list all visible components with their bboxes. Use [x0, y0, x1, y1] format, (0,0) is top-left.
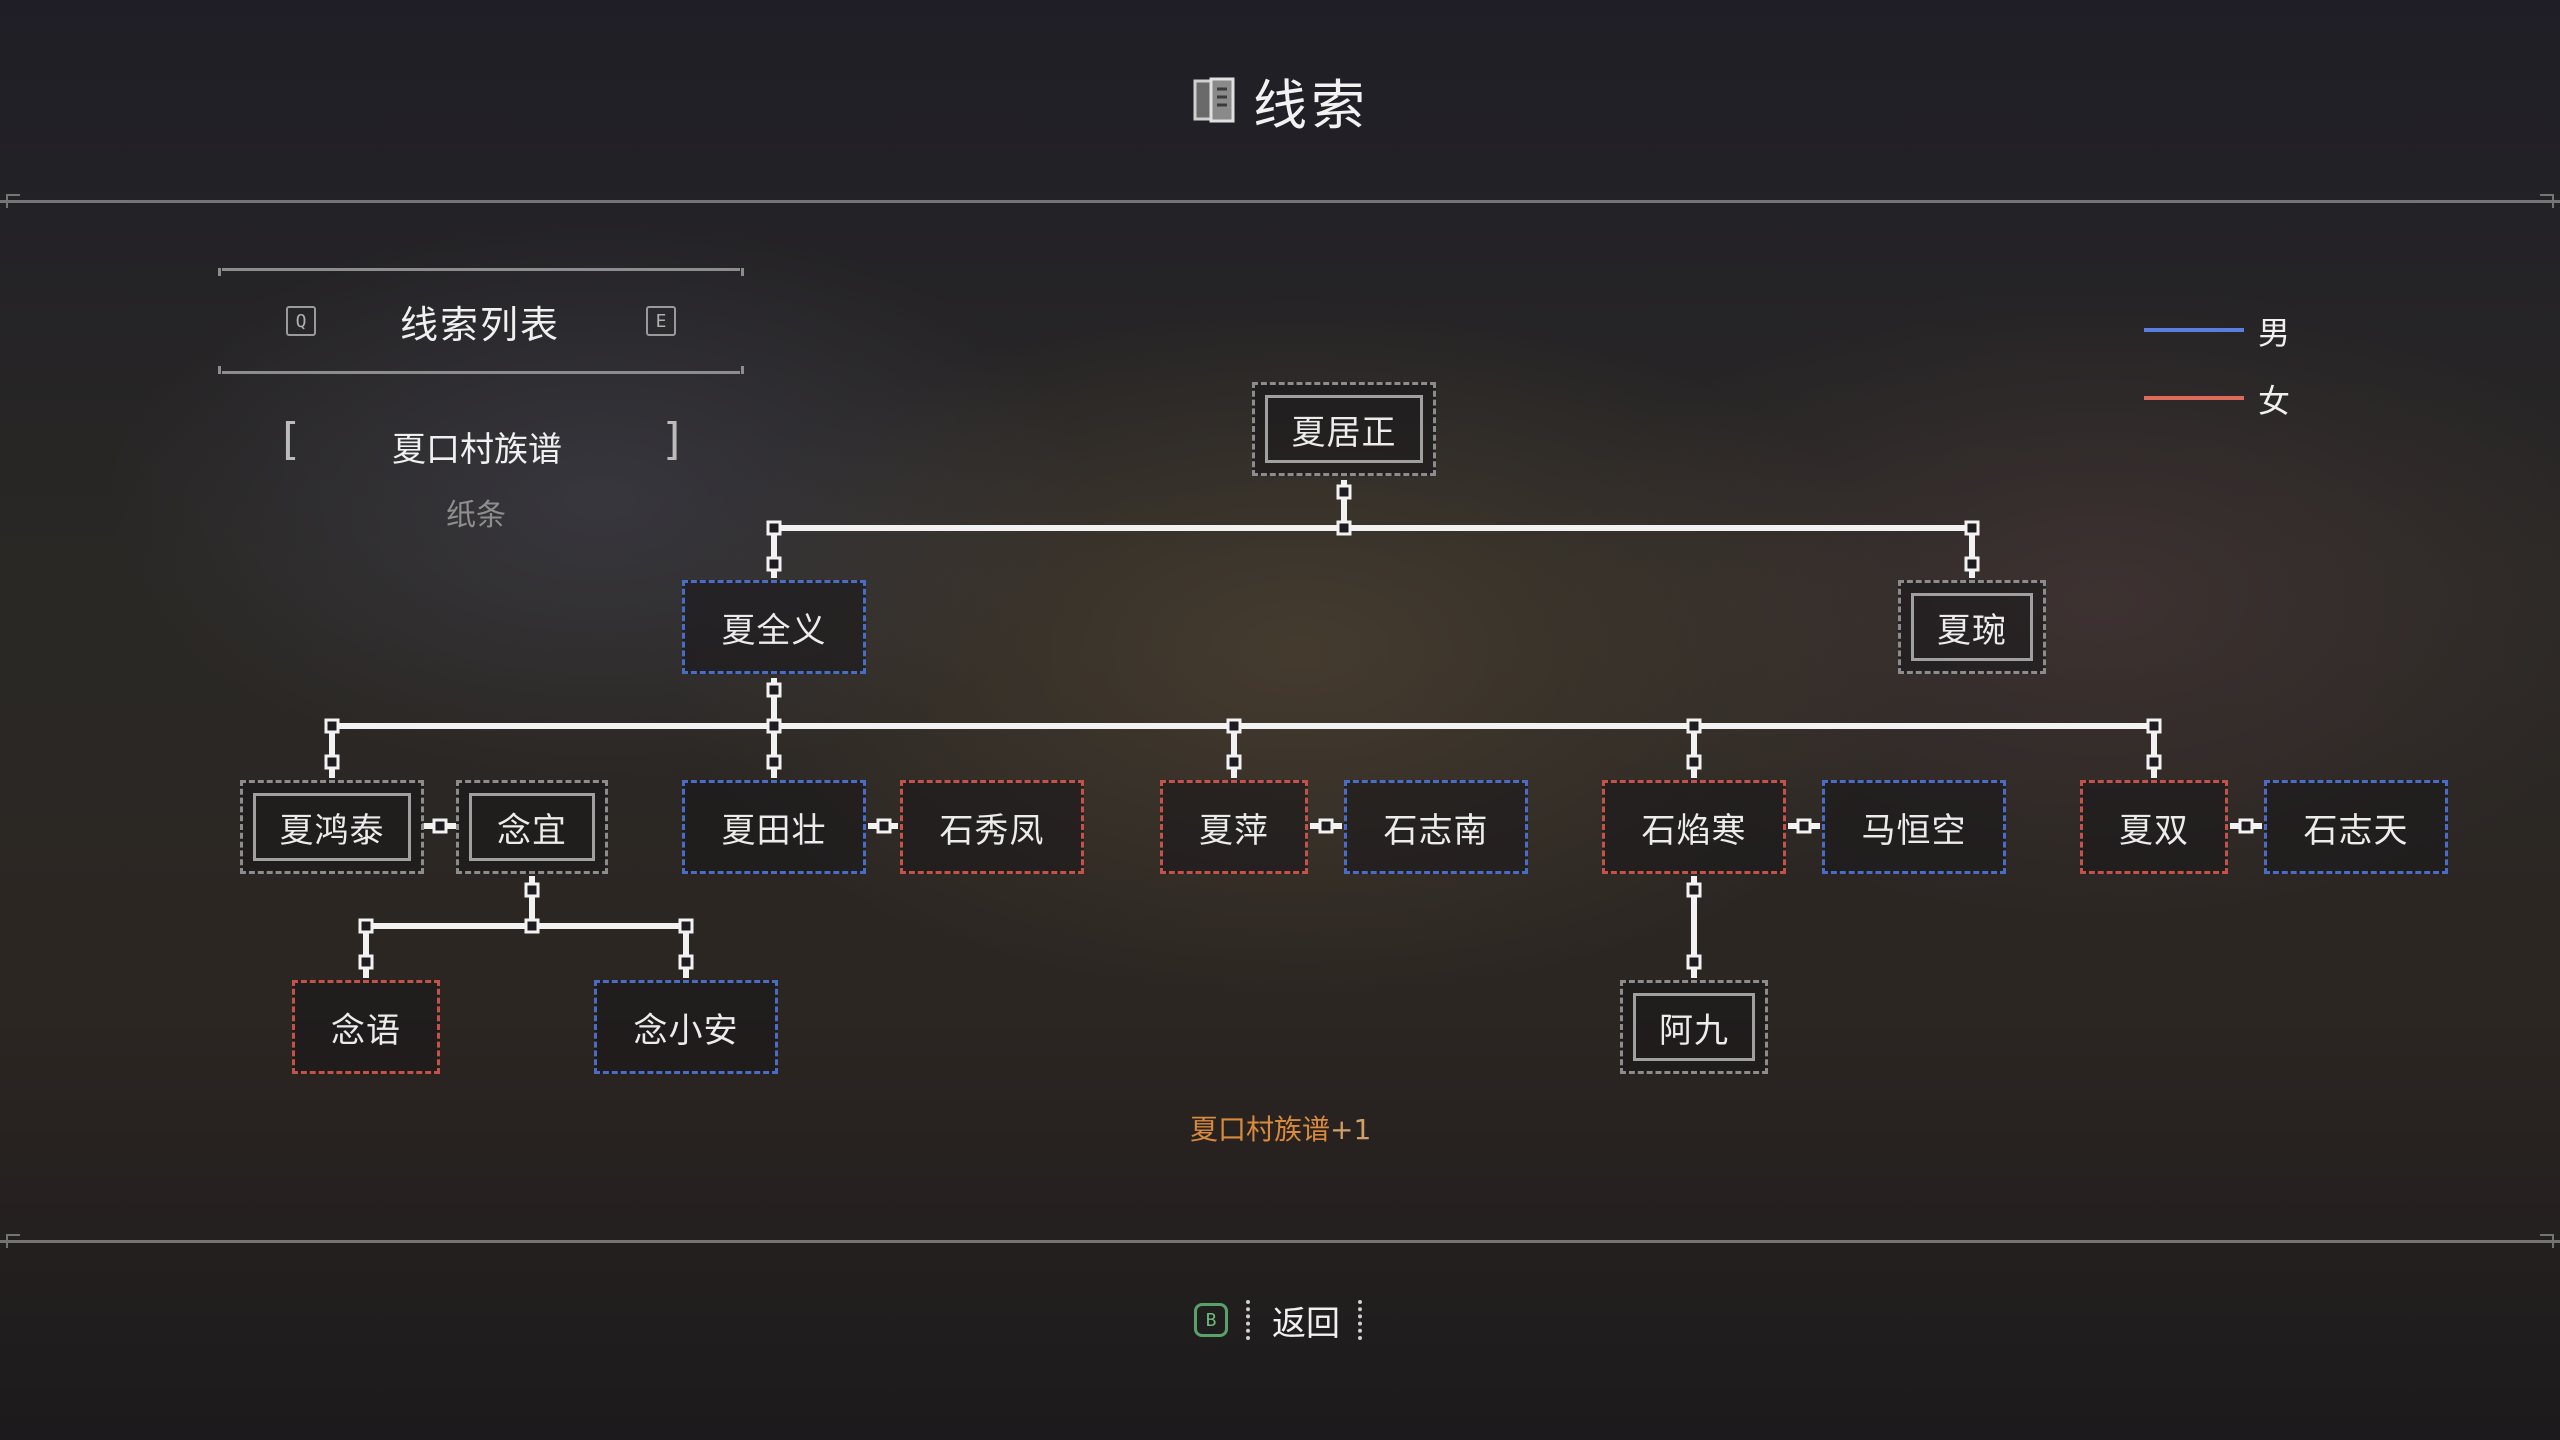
tree-node-gen3-e-spouse[interactable]: 石志天: [2264, 780, 2448, 874]
header-divider: [0, 194, 2560, 208]
tree-node-gen3-d[interactable]: 石焰寒: [1602, 780, 1786, 874]
page-title: 线索: [1253, 73, 1369, 137]
node-label: 石焰寒: [1641, 810, 1747, 851]
tree-node-gen3-b[interactable]: 夏田壮: [682, 780, 866, 874]
node-label: 念语: [331, 1010, 401, 1051]
node-label: 念小安: [633, 1010, 739, 1051]
tree-node-gen3-b-spouse[interactable]: 石秀凤: [900, 780, 1084, 874]
clue-name: 夏口村族谱: [392, 430, 562, 470]
node-label: 夏田壮: [721, 810, 827, 851]
clue-list-item-selected[interactable]: [ 夏口村族谱 ]: [270, 410, 690, 480]
back-button[interactable]: B 返回: [0, 1290, 2560, 1350]
node-label: 石志南: [1383, 810, 1489, 851]
footer-divider: [0, 1234, 2560, 1248]
divider-right: [1358, 1300, 1366, 1340]
b-key-icon: B: [1194, 1303, 1228, 1337]
legend-male-label: 男: [2258, 314, 2291, 352]
node-label: 夏琬: [1937, 610, 2007, 651]
tree-node-gen4-a1[interactable]: 念语: [292, 980, 440, 1074]
tree-node-gen3-e[interactable]: 夏双: [2080, 780, 2228, 874]
bracket-left-icon: [: [276, 414, 303, 465]
tree-node-gen4-d1[interactable]: 阿九: [1620, 980, 1768, 1074]
node-label: 马恒空: [1861, 810, 1967, 851]
tree-node-gen3-c[interactable]: 夏萍: [1160, 780, 1308, 874]
page-header: 线索: [0, 60, 2560, 140]
clue-list-header: [218, 268, 744, 374]
node-label: 石秀凤: [939, 810, 1045, 851]
tree-node-gen2-son[interactable]: 夏全义: [682, 580, 866, 674]
node-label: 夏鸿泰: [279, 810, 385, 851]
clue-list-title: 线索列表: [400, 303, 561, 347]
divider-left: [1246, 1300, 1254, 1340]
node-label: 夏萍: [1199, 810, 1269, 851]
back-label: 返回: [1272, 1303, 1340, 1344]
tree-node-root[interactable]: 夏居正: [1252, 382, 1436, 476]
node-label: 夏居正: [1291, 412, 1397, 453]
tree-node-gen3-a-spouse[interactable]: 念宜: [456, 780, 608, 874]
clue-gained-name: 夏口村族谱: [1190, 1113, 1331, 1146]
clue-gained-count: +1: [1330, 1113, 1372, 1146]
tree-node-gen3-a[interactable]: 夏鸿泰: [240, 780, 424, 874]
tree-node-gen3-d-spouse[interactable]: 马恒空: [1822, 780, 2006, 874]
node-label: 夏双: [2119, 810, 2189, 851]
tree-node-gen4-a2[interactable]: 念小安: [594, 980, 778, 1074]
prev-category-key[interactable]: Q: [286, 306, 316, 336]
bracket-right-icon: ]: [660, 414, 687, 465]
clue-gained-notice: 夏口村族谱+1: [1190, 1108, 1371, 1148]
node-label: 夏全义: [721, 610, 827, 651]
tree-node-gen2-daughter[interactable]: 夏琬: [1898, 580, 2046, 674]
book-icon: [1191, 75, 1237, 125]
legend-female-label: 女: [2258, 382, 2291, 420]
tree-node-gen3-c-spouse[interactable]: 石志南: [1344, 780, 1528, 874]
node-label: 阿九: [1659, 1010, 1729, 1051]
legend-female-line: [2144, 396, 2244, 400]
next-category-key[interactable]: E: [646, 306, 676, 336]
node-label: 石志天: [2303, 810, 2409, 851]
node-label: 念宜: [497, 810, 567, 851]
legend-male-line: [2144, 328, 2244, 332]
clue-type: 纸条: [446, 498, 506, 533]
